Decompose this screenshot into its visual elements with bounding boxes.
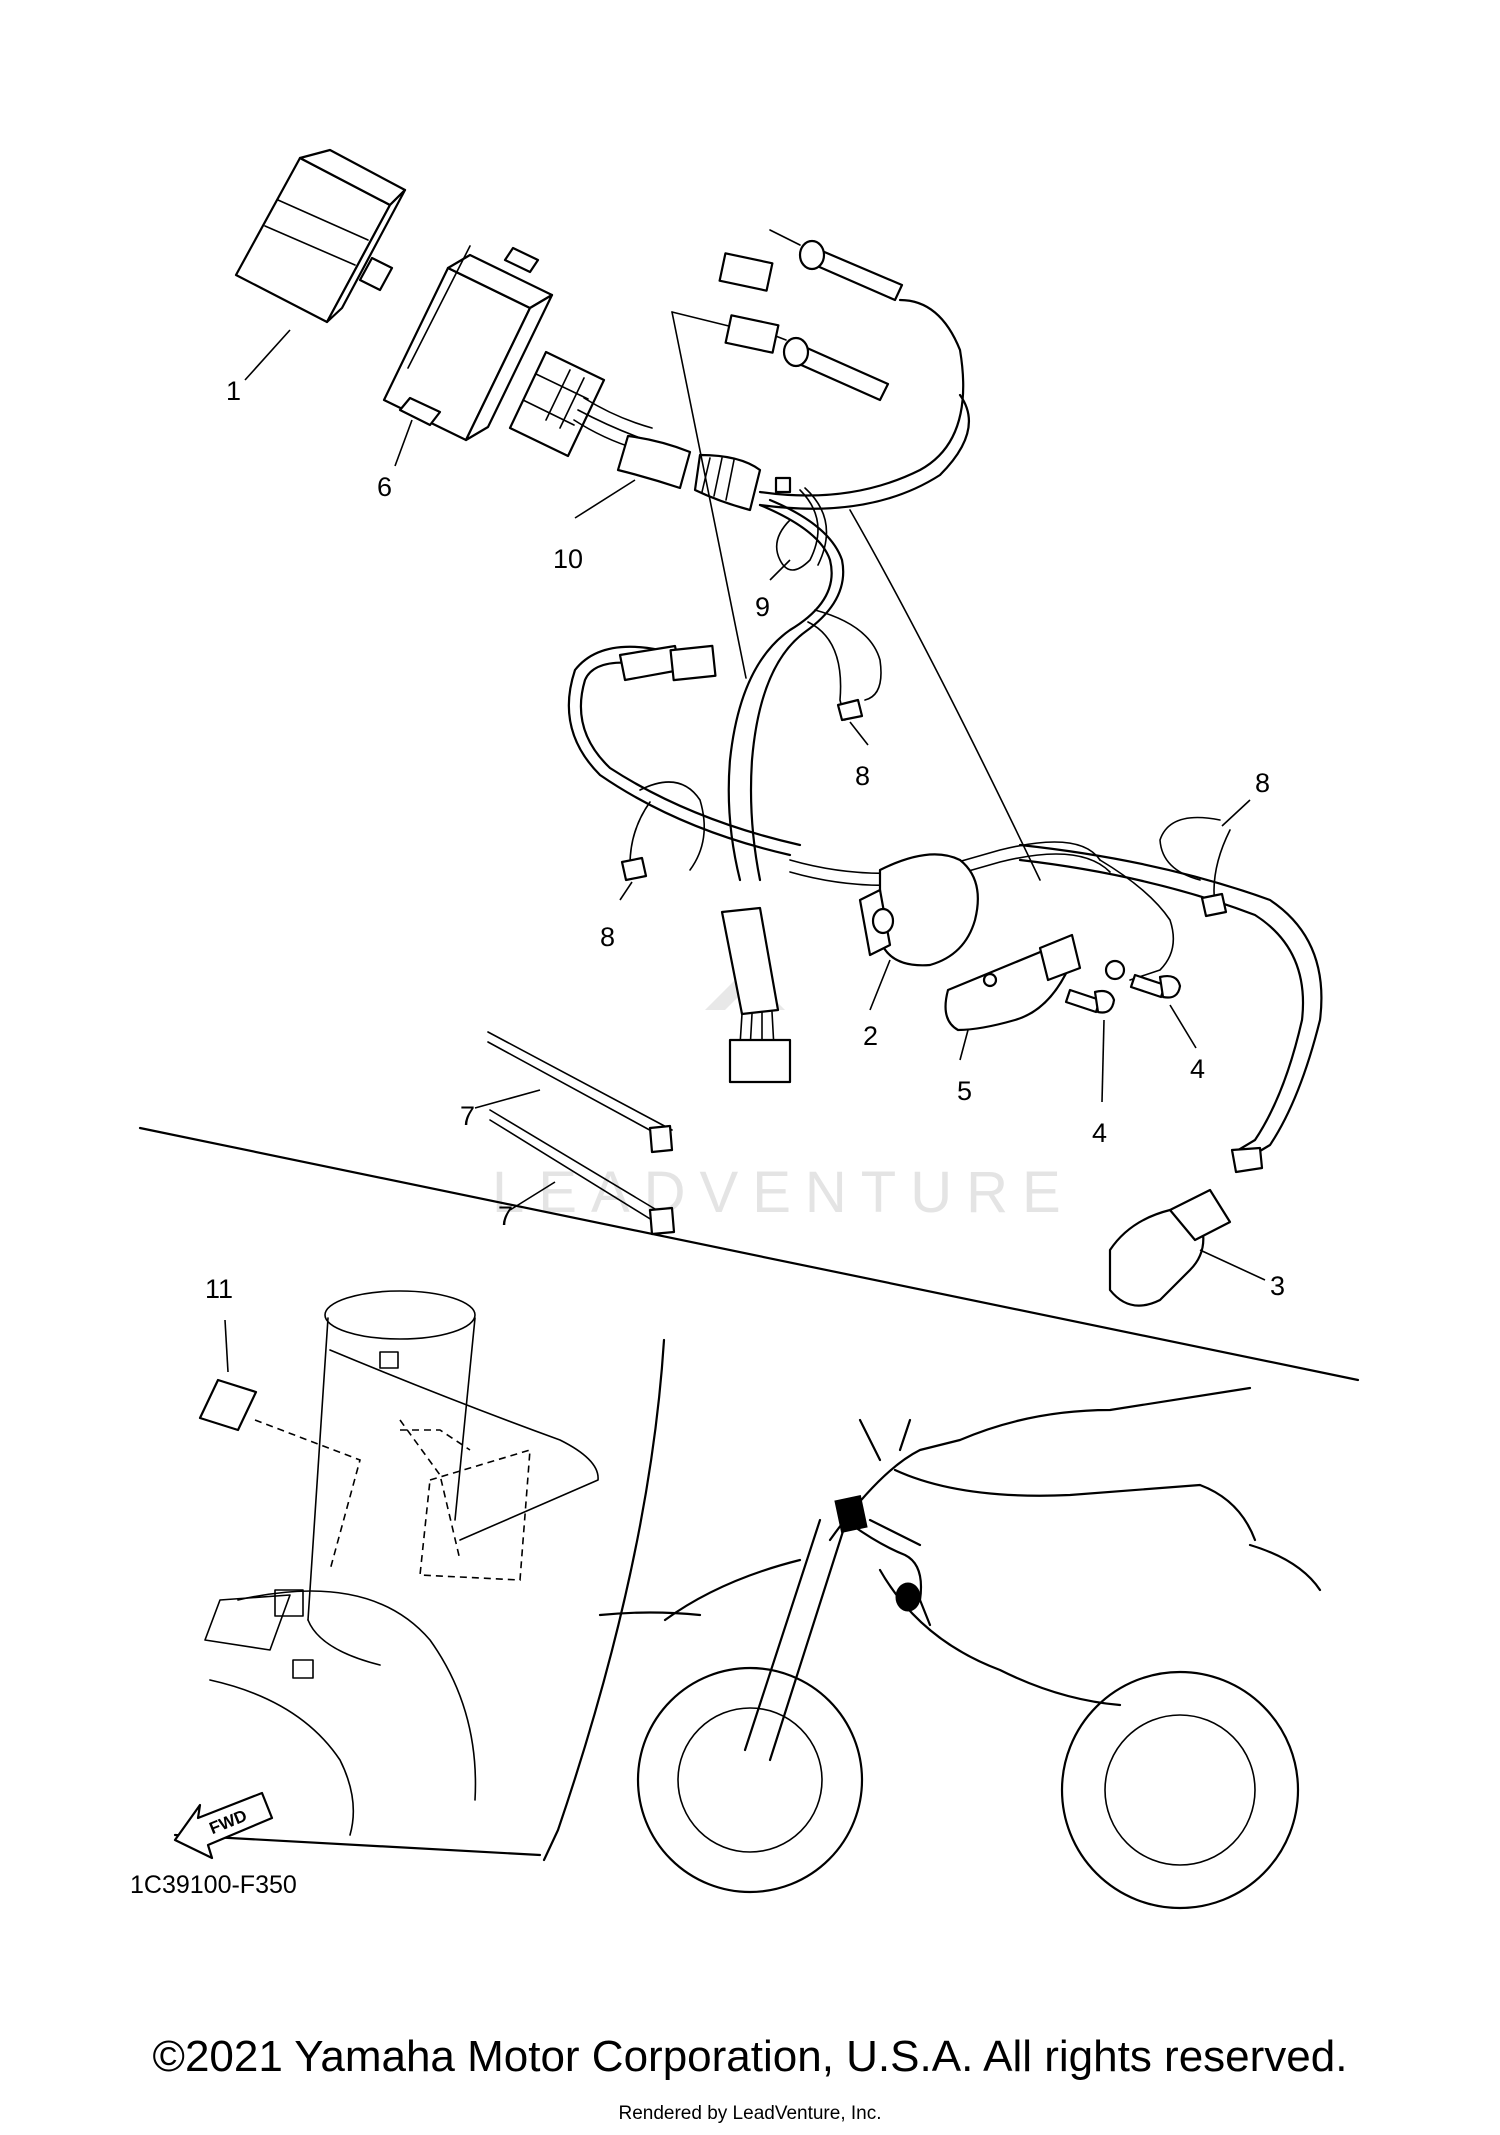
leader-10 bbox=[574, 479, 636, 519]
clamp-9 bbox=[774, 476, 828, 571]
band-8-right bbox=[1159, 799, 1251, 918]
callout-8-right: 8 bbox=[1255, 768, 1270, 798]
bolt-4-left bbox=[1064, 988, 1116, 1103]
callout-4-right: 4 bbox=[1190, 1054, 1205, 1084]
leader-11 bbox=[224, 1319, 229, 1373]
spark-plug-cap bbox=[1108, 1146, 1266, 1307]
leader-9 bbox=[769, 559, 791, 581]
ignition-coil bbox=[858, 853, 979, 1011]
inset-frame-bottom bbox=[173, 1833, 542, 1857]
callout-3: 3 bbox=[1270, 1271, 1285, 1301]
band-8-upper bbox=[807, 609, 882, 746]
callout-4-left: 4 bbox=[1092, 1118, 1107, 1148]
wire-harness bbox=[567, 229, 1323, 1162]
section-divider bbox=[138, 1126, 1360, 1382]
leadventure-watermark: LEADVENTURE bbox=[492, 970, 1075, 1225]
rendered-by-text: Rendered by LeadVenture, Inc. bbox=[618, 2103, 882, 2124]
rubber-holder bbox=[382, 245, 554, 442]
callout-9: 9 bbox=[755, 592, 770, 622]
callout-2: 2 bbox=[863, 1021, 878, 1051]
callout-8-upper: 8 bbox=[855, 761, 870, 791]
callout-5: 5 bbox=[957, 1076, 972, 1106]
callout-1: 1 bbox=[226, 376, 241, 406]
band-8-left bbox=[619, 781, 706, 901]
indicator-line bbox=[671, 311, 747, 679]
harness-connector bbox=[508, 350, 762, 512]
callout-11: 11 bbox=[205, 1274, 233, 1304]
watermark-text: LEADVENTURE bbox=[492, 1160, 1075, 1225]
drawing-code: 1C39100-F350 bbox=[130, 1871, 297, 1899]
bracket bbox=[944, 933, 1082, 1061]
callout-6: 6 bbox=[377, 472, 392, 502]
leader-1 bbox=[244, 329, 291, 381]
steering-head-inset bbox=[198, 1290, 599, 1836]
callout-10: 10 bbox=[553, 544, 583, 574]
callout-8-left: 8 bbox=[600, 922, 615, 952]
callout-7-lower: 7 bbox=[498, 1201, 513, 1231]
copyright-notice: ©2021 Yamaha Motor Corporation, U.S.A. A… bbox=[152, 2032, 1348, 2081]
connector-lower bbox=[720, 906, 792, 1084]
cable-tie-lower bbox=[489, 1109, 676, 1236]
callout-7-upper: 7 bbox=[460, 1101, 475, 1131]
inset-frame-right bbox=[542, 1338, 666, 1862]
cable-tie-upper bbox=[474, 1031, 674, 1154]
indicator-line bbox=[849, 509, 1041, 881]
bolt-4-right bbox=[1104, 959, 1197, 1049]
leader-6 bbox=[394, 419, 413, 467]
motorcycle-silhouette bbox=[598, 1386, 1322, 1910]
fwd-arrow-icon: FWD bbox=[173, 1791, 274, 1860]
cdi-unit bbox=[234, 148, 407, 324]
